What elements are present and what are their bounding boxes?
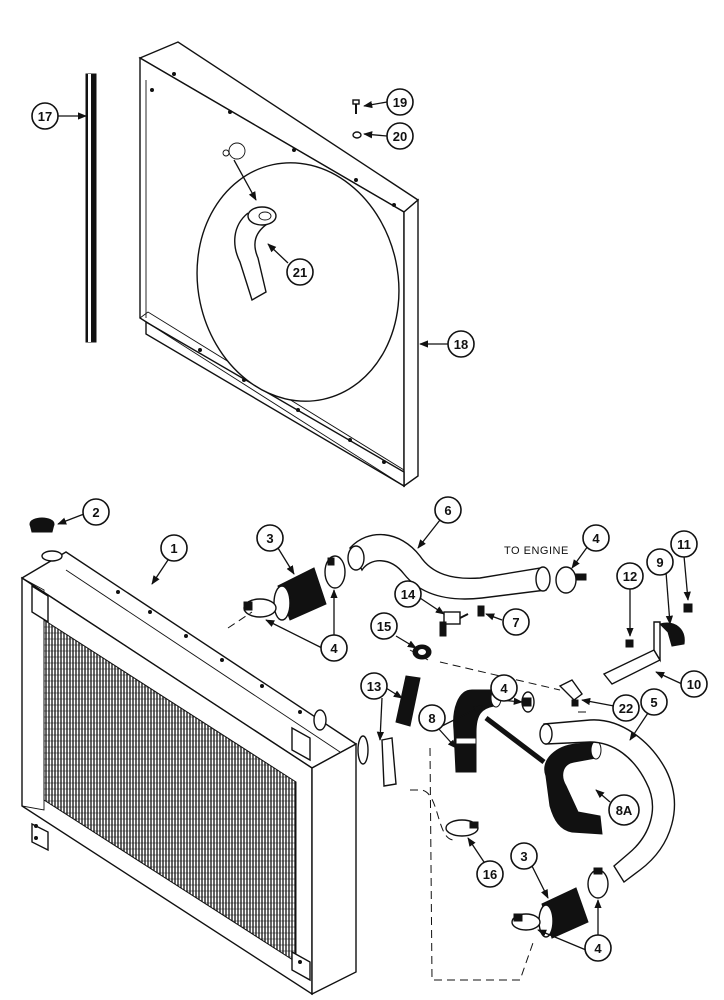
svg-text:21: 21 <box>293 265 307 280</box>
callout-13: 13 <box>360 672 388 700</box>
svg-text:18: 18 <box>454 337 468 352</box>
callout-4-upper: 4 <box>320 634 348 662</box>
svg-text:8A: 8A <box>616 803 633 818</box>
short-hose-lower <box>538 887 589 939</box>
hose-clamp <box>555 566 587 594</box>
svg-text:3: 3 <box>266 531 273 546</box>
callout-9: 9 <box>646 548 674 576</box>
hose-clamp <box>445 819 479 837</box>
callout-20: 20 <box>386 122 414 150</box>
svg-text:13: 13 <box>367 679 381 694</box>
callout-4-middle: 4 <box>490 674 518 702</box>
callout-4-engine: 4 <box>582 524 610 552</box>
hose-clip <box>659 622 685 647</box>
callout-3-lower: 3 <box>510 842 538 870</box>
callout-17: 17 <box>31 102 59 130</box>
svg-text:1: 1 <box>170 541 177 556</box>
callout-16: 16 <box>476 860 504 888</box>
svg-text:4: 4 <box>592 531 600 546</box>
svg-text:16: 16 <box>483 867 497 882</box>
hose-clamp <box>243 598 277 618</box>
upper-hose <box>347 533 551 600</box>
svg-text:10: 10 <box>687 677 701 692</box>
callout-19: 19 <box>386 88 414 116</box>
hose-clamp <box>521 691 535 713</box>
svg-text:6: 6 <box>444 503 451 518</box>
callout-3-upper: 3 <box>256 524 284 552</box>
svg-text:8: 8 <box>428 711 435 726</box>
hose-clamp <box>324 555 346 589</box>
radiator <box>20 550 369 996</box>
callout-2: 2 <box>82 498 110 526</box>
callout-14: 14 <box>394 580 422 608</box>
svg-text:15: 15 <box>377 619 391 634</box>
svg-text:5: 5 <box>650 695 657 710</box>
phantom-lines <box>227 611 586 981</box>
callout-22: 22 <box>612 694 640 722</box>
hose-clamp <box>587 867 609 899</box>
svg-text:19: 19 <box>393 95 407 110</box>
mounting-bracket <box>602 621 661 685</box>
washer <box>352 131 362 139</box>
hose-clamp <box>511 913 541 931</box>
svg-text:4: 4 <box>594 941 602 956</box>
svg-text:11: 11 <box>677 537 691 552</box>
callout-5: 5 <box>640 688 668 716</box>
svg-text:3: 3 <box>520 849 527 864</box>
callout-18: 18 <box>447 330 475 358</box>
fitting <box>477 605 485 617</box>
svg-text:2: 2 <box>92 505 99 520</box>
callout-8: 8 <box>418 704 446 732</box>
elbow-hose-alternate <box>544 740 603 835</box>
screw <box>683 603 693 613</box>
small-clamp <box>412 644 432 660</box>
radiator-cap <box>29 517 55 533</box>
nut <box>625 639 634 648</box>
svg-text:22: 22 <box>619 701 633 716</box>
callout-11: 11 <box>670 530 698 558</box>
callout-7: 7 <box>502 608 530 636</box>
callout-4-lower: 4 <box>584 934 612 962</box>
svg-text:9: 9 <box>656 555 663 570</box>
fan-shroud <box>138 41 420 488</box>
svg-text:20: 20 <box>393 129 407 144</box>
callout-1: 1 <box>160 534 188 562</box>
callout-10: 10 <box>680 670 708 698</box>
svg-text:17: 17 <box>38 109 52 124</box>
callout-15: 15 <box>370 612 398 640</box>
leader-lines <box>57 101 691 951</box>
callout-21: 21 <box>286 258 314 286</box>
elbow-fitting <box>558 679 583 707</box>
seal-strip <box>85 73 97 343</box>
lower-hose <box>539 719 676 884</box>
bypass-hose <box>381 675 421 787</box>
valve <box>439 611 469 637</box>
callout-8a: 8A <box>608 794 640 826</box>
callout-12: 12 <box>616 562 644 590</box>
short-hose-upper <box>273 567 327 621</box>
svg-text:4: 4 <box>500 681 508 696</box>
svg-text:7: 7 <box>512 615 519 630</box>
callout-6: 6 <box>434 496 462 524</box>
screw <box>352 99 360 114</box>
svg-text:14: 14 <box>401 587 416 602</box>
svg-text:4: 4 <box>330 641 338 656</box>
note-to-engine: TO ENGINE <box>504 545 569 557</box>
svg-text:12: 12 <box>623 569 637 584</box>
elbow-hose <box>453 688 502 773</box>
